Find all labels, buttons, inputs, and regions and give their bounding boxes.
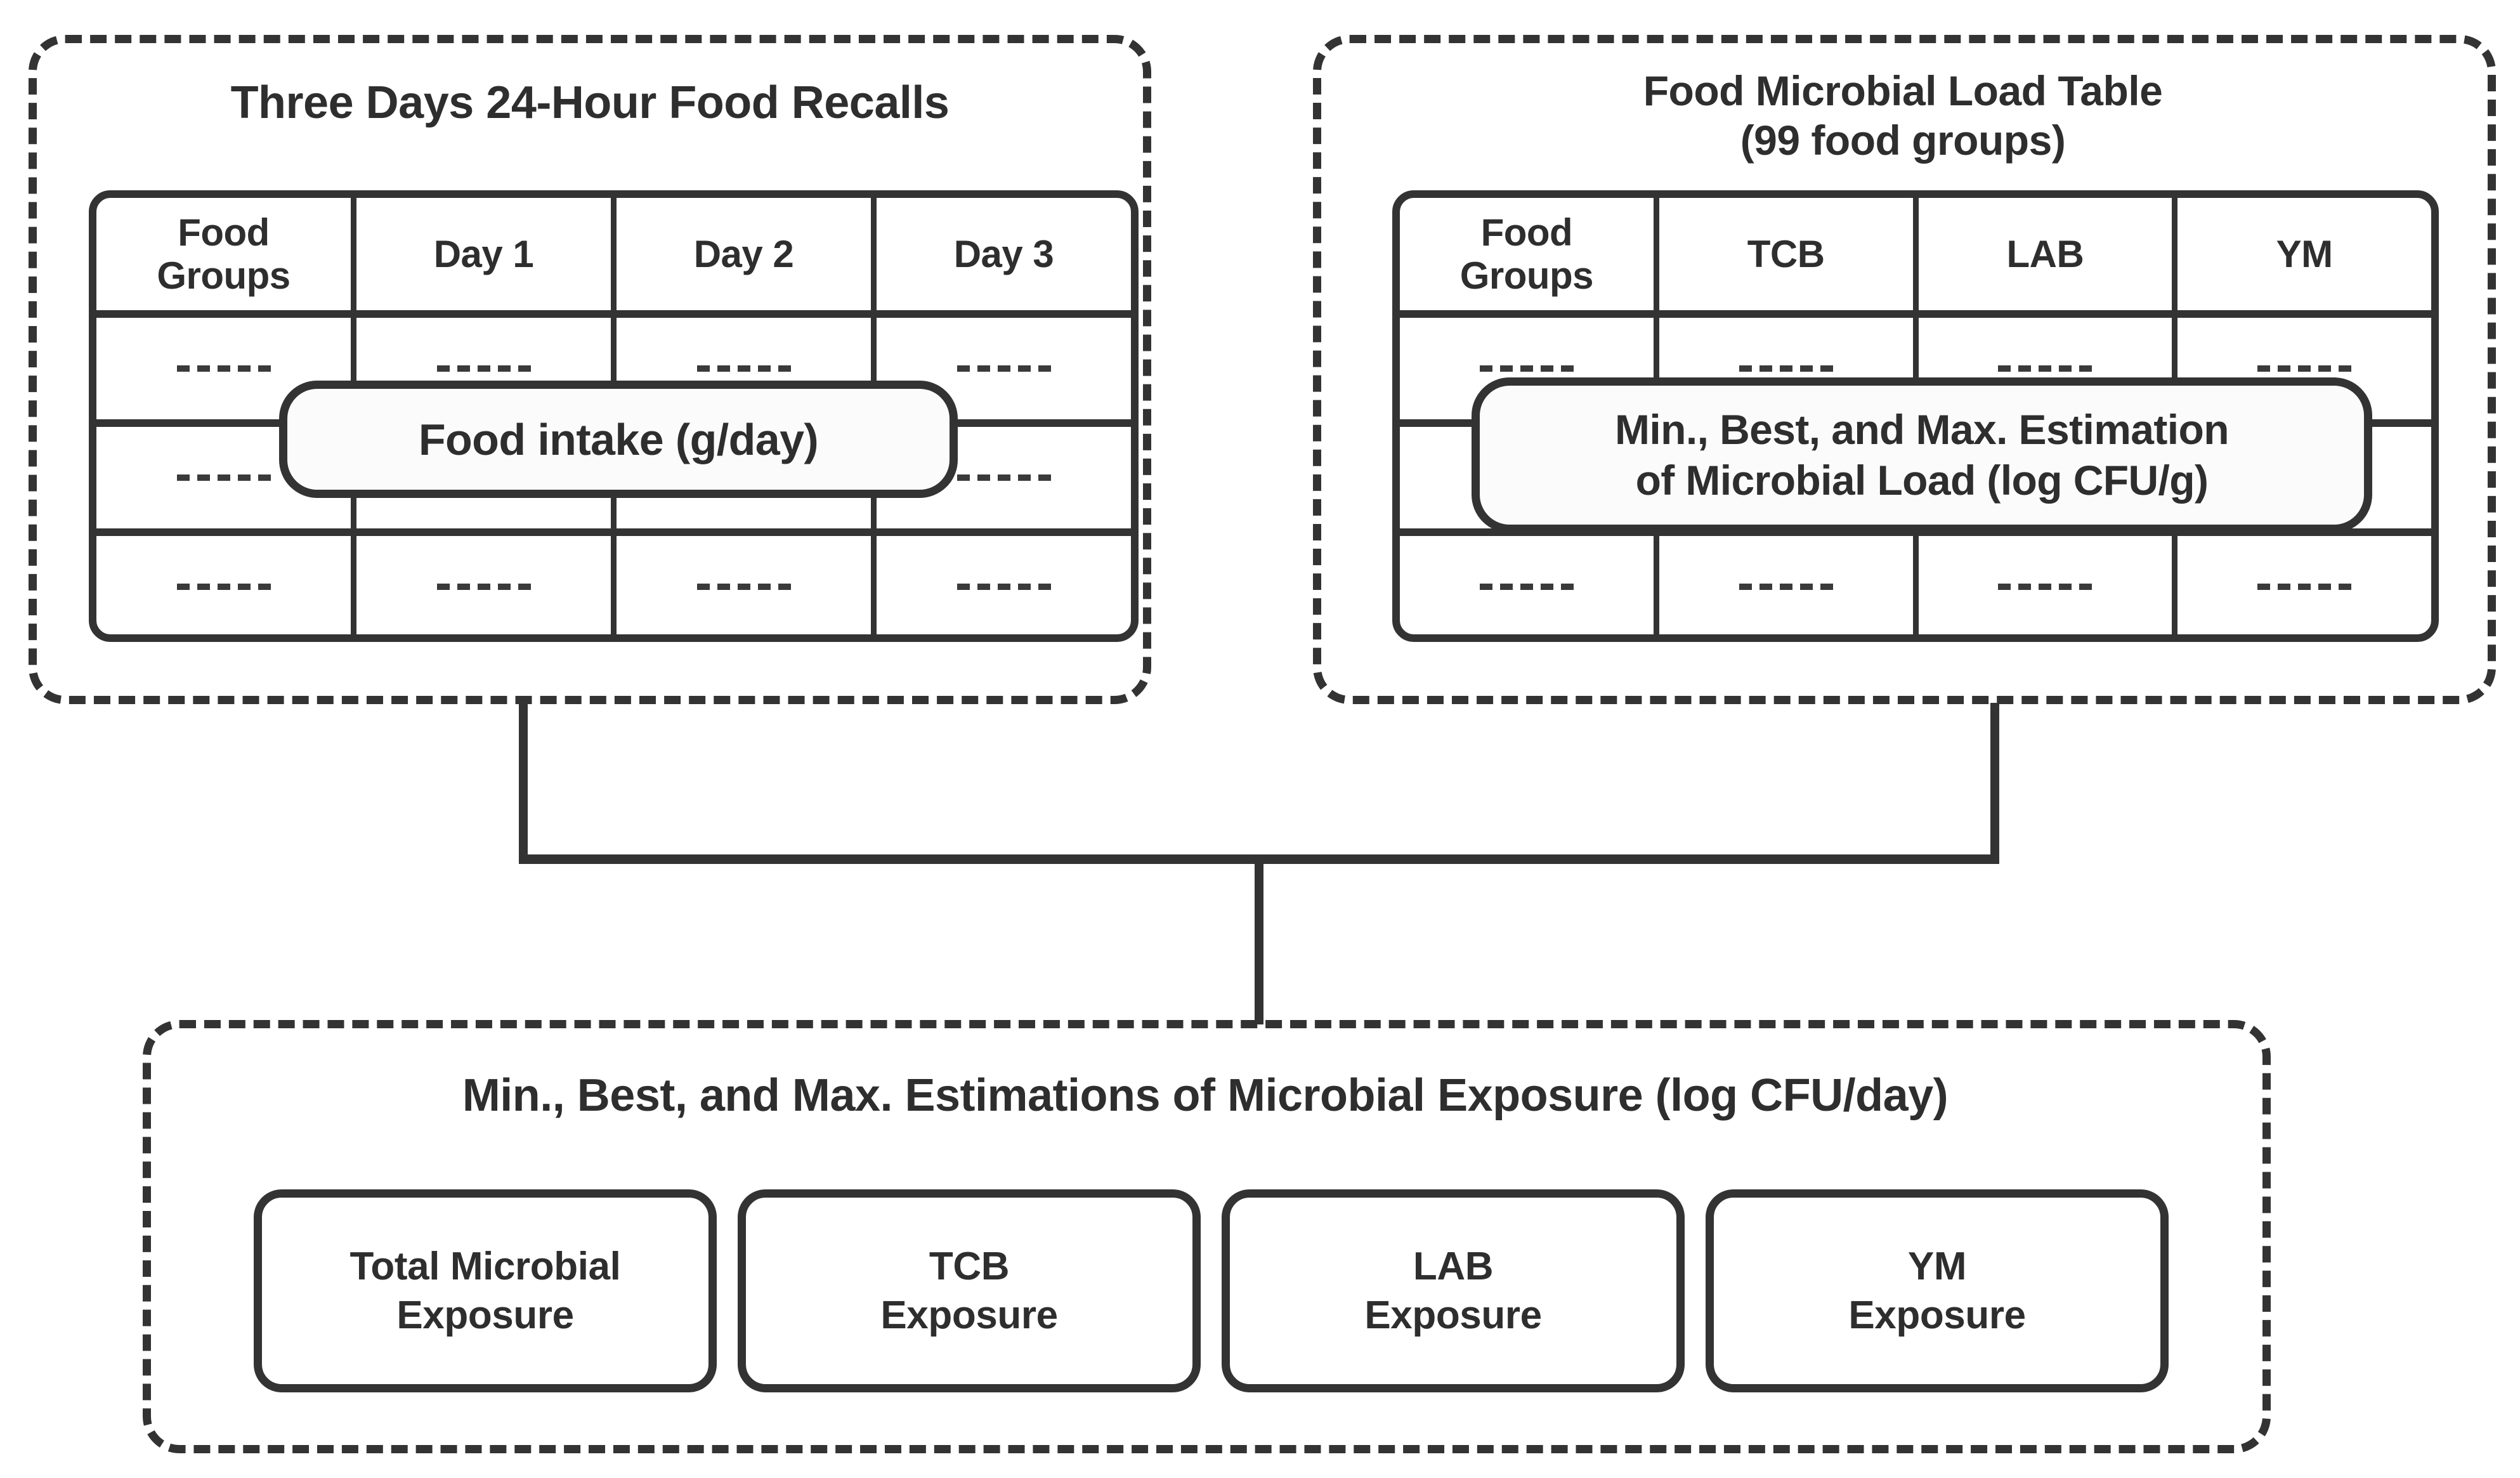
dashed-placeholder-icon [436, 584, 531, 590]
table-cell-placeholder [871, 318, 1131, 419]
table-row [96, 310, 1131, 419]
table-header-cell-tcb: TCB [1653, 198, 1913, 310]
dashed-placeholder-icon [696, 584, 791, 590]
panel-food-recalls [29, 35, 1151, 704]
header-label: Food Groups [157, 211, 291, 297]
dashed-placeholder-icon [176, 584, 271, 590]
food-intake-overlay-label: Food intake (g/day) [279, 381, 958, 498]
table-cell-placeholder [351, 318, 611, 419]
header-label: Food Groups [1459, 211, 1594, 297]
panel-microbial-exposure [143, 1020, 2271, 1453]
panel-microbial-load [1313, 35, 2496, 704]
panel-microbial-load-title: Food Microbial Load Table (99 food group… [1643, 67, 2163, 164]
table-cell-placeholder [96, 536, 351, 634]
table-cell-placeholder [611, 536, 871, 634]
header-label: YM [2276, 232, 2334, 275]
table-row [1400, 310, 2431, 419]
table-cell-placeholder [1400, 318, 1654, 419]
dashed-placeholder-icon [176, 474, 271, 481]
header-label: Day 3 [953, 232, 1054, 275]
output-box-ym-exposure: YM Exposure [1706, 1189, 2169, 1392]
dashed-placeholder-icon [1739, 365, 1833, 372]
dashed-placeholder-icon [1479, 365, 1574, 372]
table-cell-placeholder [351, 536, 611, 634]
header-label: Day 2 [693, 232, 794, 275]
table-cell-placeholder [1653, 318, 1913, 419]
dashed-placeholder-icon [2257, 365, 2352, 372]
microbial-load-overlay-label: Min., Best, and Max. Estimation of Micro… [1472, 377, 2372, 533]
output-box-total-microbial-exposure: Total Microbial Exposure [254, 1189, 717, 1392]
table-cell-placeholder [2172, 318, 2431, 419]
connector-right-vertical [1990, 703, 1999, 863]
table-cell-placeholder [611, 318, 871, 419]
table-header-row: Food Groups Day 1 Day 2 Day 3 [96, 198, 1131, 310]
dashed-placeholder-icon [2257, 584, 2352, 590]
table-cell-placeholder [1400, 536, 1654, 634]
dashed-placeholder-icon [1998, 584, 2092, 590]
table-cell-placeholder [1912, 318, 2172, 419]
table-header-cell-food-groups: Food Groups [96, 198, 351, 310]
table-cell-placeholder [871, 536, 1131, 634]
table-cell-placeholder [1653, 536, 1913, 634]
dashed-placeholder-icon [1739, 584, 1833, 590]
table-header-cell-lab: LAB [1912, 198, 2172, 310]
panel-food-recalls-title: Three Days 24-Hour Food Recalls [230, 77, 950, 128]
table-cell-placeholder [2172, 536, 2431, 634]
dashed-placeholder-icon [176, 365, 271, 372]
table-row [96, 528, 1131, 634]
dashed-placeholder-icon [1479, 584, 1574, 590]
panel-microbial-exposure-title: Min., Best, and Max. Estimations of Micr… [462, 1070, 1949, 1121]
dashed-placeholder-icon [956, 584, 1051, 590]
dashed-placeholder-icon [436, 365, 531, 372]
header-label: Day 1 [433, 232, 534, 275]
table-header-row: Food Groups TCB LAB YM [1400, 198, 2431, 310]
dashed-placeholder-icon [956, 474, 1051, 481]
dashed-placeholder-icon [1998, 365, 2092, 372]
table-header-cell-day-2: Day 2 [611, 198, 871, 310]
table-header-cell-day-1: Day 1 [351, 198, 611, 310]
table-cell-placeholder [96, 427, 351, 528]
header-label: TCB [1747, 232, 1825, 275]
header-label: LAB [2006, 232, 2084, 275]
output-box-tcb-exposure: TCB Exposure [738, 1189, 1201, 1392]
table-header-cell-ym: YM [2172, 198, 2431, 310]
output-box-lab-exposure: LAB Exposure [1222, 1189, 1685, 1392]
dashed-placeholder-icon [696, 365, 791, 372]
connector-left-vertical [519, 703, 528, 863]
table-header-cell-food-groups: Food Groups [1400, 198, 1654, 310]
table-row [1400, 528, 2431, 634]
table-cell-placeholder [1912, 536, 2172, 634]
connector-center-drop [1255, 854, 1263, 1024]
table-cell-placeholder [96, 318, 351, 419]
dashed-placeholder-icon [956, 365, 1051, 372]
table-header-cell-day-3: Day 3 [871, 198, 1131, 310]
